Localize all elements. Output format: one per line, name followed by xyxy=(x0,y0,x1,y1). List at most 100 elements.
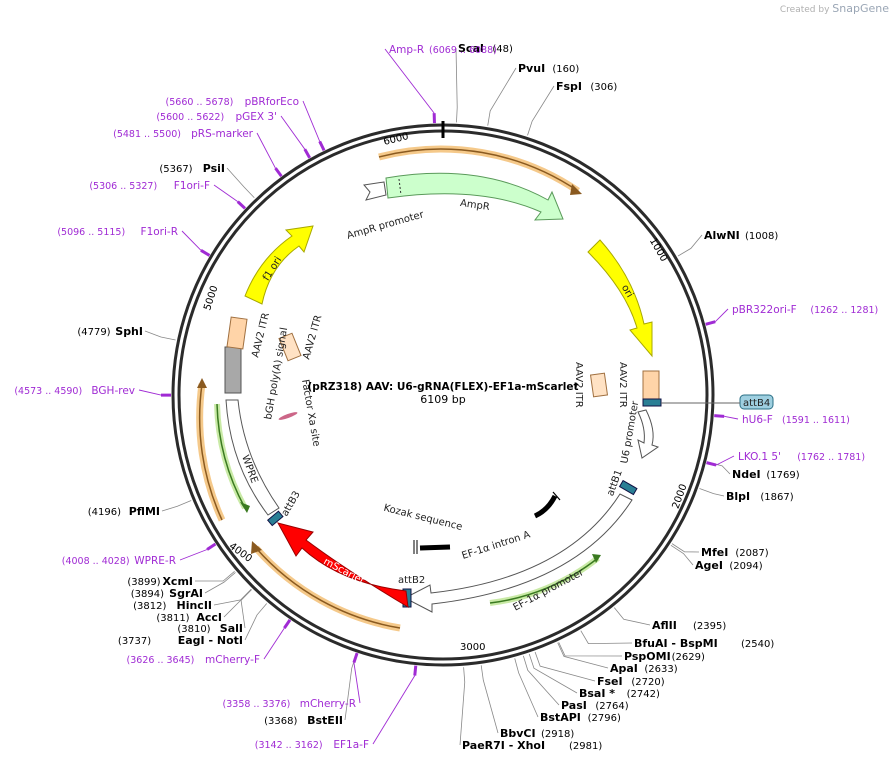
enzyme-leader-bbvci xyxy=(480,665,499,734)
primer-leader-prs-marker xyxy=(256,132,276,169)
enzyme-pos-alwni: (1008) xyxy=(745,231,778,242)
enzyme-leader-paer7i-xhoi xyxy=(459,667,466,746)
primer-pos-lko-1-5: (1762 .. 1781) xyxy=(797,452,865,463)
enzyme-pos-psii: (5367) xyxy=(159,164,192,175)
enzyme-pos-pvui: (160) xyxy=(552,64,579,75)
enzyme-pos-pflmi: (4196) xyxy=(88,507,121,518)
enzyme-pos-apai: (2633) xyxy=(644,664,677,675)
enzyme-name-psii: PsiI xyxy=(203,162,225,175)
enzyme-name-fspi: FspI xyxy=(556,80,582,93)
orf-ef1a-green-core xyxy=(489,557,599,604)
enzyme-leader-aflii xyxy=(613,607,651,626)
primer-name-f1ori-f: F1ori-F xyxy=(174,180,210,192)
feature-factor-xa-site xyxy=(278,412,298,420)
enzyme-name-fsei: FseI xyxy=(597,675,623,688)
orf-wpre-green-head xyxy=(240,502,250,513)
label-inner-aav2-itr-b: AAV2 ITR xyxy=(301,314,324,361)
enzyme-pos-bsai: (2742) xyxy=(627,689,660,700)
enzyme-name-scai: ScaI xyxy=(458,42,484,55)
enzyme-leader-pflmi xyxy=(161,500,192,512)
enzyme-leader-pvui xyxy=(487,67,517,126)
primer-name-bgh-rev: BGH-rev xyxy=(91,385,135,397)
label-aav2-itr-right: AAV2 ITR xyxy=(617,362,628,408)
primer-leader-f1ori-r xyxy=(181,230,202,251)
primer-leader-ef1a-f xyxy=(372,675,416,745)
enzyme-name-acci: AccI xyxy=(196,611,222,624)
label-mscarlet: mScarlet xyxy=(322,556,367,587)
tick-3000: 3000 xyxy=(460,642,485,653)
primer-name-pgex-3: pGEX 3' xyxy=(235,111,277,123)
primer-name-lko-1-5: LKO.1 5' xyxy=(738,451,781,463)
attb4-badge xyxy=(739,394,774,410)
orf-ef1a-green-head xyxy=(592,554,601,563)
label-u6-promoter: U6 promoter xyxy=(619,399,641,464)
primer-leader-pbrforeco xyxy=(302,100,321,142)
enzyme-leader-agei xyxy=(670,544,694,566)
feature-wpre xyxy=(225,399,280,516)
feature-attb3-marker xyxy=(267,510,284,527)
enzyme-name-mfei: MfeI xyxy=(701,546,728,559)
enzyme-name-bsteii: BstEII xyxy=(307,714,343,727)
enzyme-pos-bfuai-bspmi: (2540) xyxy=(741,639,774,650)
primer-leader-lko-1-5 xyxy=(715,455,735,466)
primer-pos-mcherry-f: (3626 .. 3645) xyxy=(127,655,195,666)
primer-leader-amp-r xyxy=(384,48,435,114)
primer-mark-f1ori-f xyxy=(236,200,247,210)
primer-pos-bgh-rev: (4573 .. 4590) xyxy=(14,386,82,397)
label-aav2-itr-left: AAV2 ITR xyxy=(250,312,272,359)
primer-mark-mcherry-f xyxy=(283,619,292,629)
watermark-created-by: Created by xyxy=(779,5,830,15)
enzyme-pos-sgrai: (3894) xyxy=(131,589,164,600)
enzyme-pos-fspi: (306) xyxy=(590,82,617,93)
primer-pos-mcherry-r: (3358 .. 3376) xyxy=(223,699,291,710)
ef1a-intron-tick xyxy=(552,491,561,501)
enzyme-pos-aflii: (2395) xyxy=(693,621,726,632)
feature-attb1-marker xyxy=(618,479,638,496)
enzyme-leader-bsteii xyxy=(344,653,357,721)
feature-amp-promoter xyxy=(363,181,387,201)
primer-labels: Amp-R(6069 .. 6088)pBR322ori-F(1262 .. 1… xyxy=(14,44,878,751)
primer-mark-ef1a-f xyxy=(413,665,418,676)
enzyme-pos-acci: (3811) xyxy=(156,613,189,624)
primer-name-prs-marker: pRS-marker xyxy=(191,128,254,140)
primer-mark-wpre-r xyxy=(206,542,217,551)
label-attb2: attB2 xyxy=(398,575,425,586)
primer-pos-amp-r: (6069 .. 6088) xyxy=(429,45,497,56)
plasmid-length: 6109 bp xyxy=(420,393,465,406)
enzyme-leader-mfei xyxy=(671,543,700,553)
primer-mark-mcherry-r xyxy=(352,652,359,664)
enzyme-leader-apai xyxy=(557,642,609,669)
enzyme-leader-eagi-noti xyxy=(244,603,268,641)
primer-name-pbrforeco: pBRforEco xyxy=(245,96,299,108)
primer-pos-prs-marker: (5481 .. 5500) xyxy=(113,129,181,140)
enzyme-leader-blpi xyxy=(699,488,725,497)
feature-ori xyxy=(587,239,653,358)
primer-leader-mcherry-r xyxy=(353,662,361,704)
enzyme-labels: ScaI(48)PvuI(160)FspI(306)AlwNI(1008)Nde… xyxy=(77,42,799,752)
enzyme-name-sgrai: SgrAI xyxy=(169,587,203,600)
primer-mark-prs-marker xyxy=(274,167,283,178)
enzyme-name-blpi: BlpI xyxy=(726,490,750,503)
plasmid-name: (pRZ318) AAV: U6-gRNA(FLEX)-EF1a-mScarle… xyxy=(307,381,578,393)
primer-mark-pgex-3 xyxy=(303,148,312,159)
enzyme-name-pspomi: PspOMI xyxy=(624,650,671,663)
primer-name-ef1a-f: EF1a-F xyxy=(333,739,369,751)
enzyme-name-xcmi: XcmI xyxy=(162,575,193,588)
enzyme-pos-sphi: (4779) xyxy=(77,327,110,338)
orf-wpre-core xyxy=(198,383,223,521)
primer-name-mcherry-r: mCherry-R xyxy=(300,698,356,710)
label-bgh-polya: bGH poly(A) signal xyxy=(263,327,290,421)
enzyme-leader-hincii xyxy=(213,588,252,606)
primer-leader-bgh-rev xyxy=(138,389,162,396)
enzyme-pos-scai: (48) xyxy=(492,44,513,55)
feature-aav2-itr-left xyxy=(226,316,248,350)
label-attb4: attB4 xyxy=(743,398,770,409)
enzyme-pos-bsteii: (3368) xyxy=(264,716,297,727)
enzyme-pos-hincii: (3812) xyxy=(133,601,166,612)
enzyme-pos-eagi-noti: (3737) xyxy=(118,636,151,647)
enzyme-leader-sphi xyxy=(144,330,176,341)
primer-name-wpre-r: WPRE-R xyxy=(134,555,176,567)
enzyme-pos-pspomi: (2629) xyxy=(672,652,705,663)
label-kozak: Kozak sequence xyxy=(382,503,463,533)
primer-name-amp-r: Amp-R xyxy=(389,44,424,56)
